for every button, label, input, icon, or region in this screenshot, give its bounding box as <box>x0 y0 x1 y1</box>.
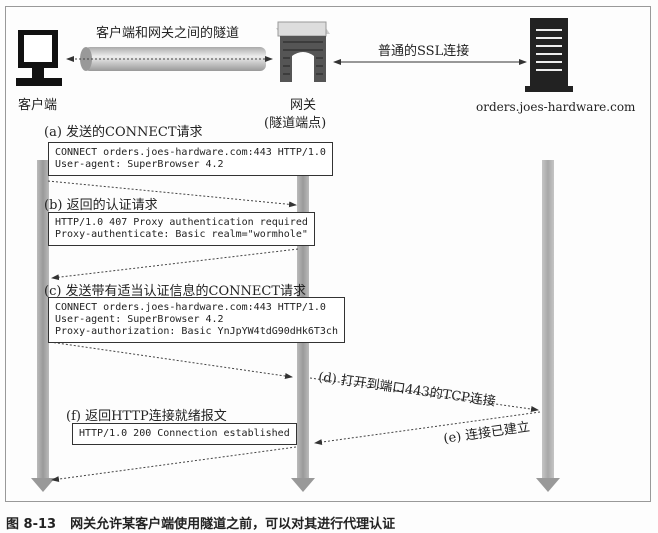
computer-icon <box>16 30 62 86</box>
message-line: User-agent: SuperBrowser 4.2 <box>55 159 224 170</box>
server-lifeline <box>536 160 560 492</box>
arrow-f <box>51 446 297 483</box>
tunnel-icon <box>66 47 273 71</box>
client-label: 客户端 <box>18 98 58 113</box>
arrow-a <box>47 180 297 208</box>
server-icon <box>525 18 573 92</box>
message-line: Proxy-authenticate: Basic realm="wormhol… <box>55 229 308 240</box>
tunnel-label: 客户端和网关之间的隧道 <box>96 26 240 41</box>
arrow-e <box>314 411 541 446</box>
figure-caption: 图 8-13 网关允许某客户端使用隧道之前，可以对其进行代理认证 <box>6 513 395 532</box>
step-f-label: (f) 返回HTTP连接就绪报文 <box>66 409 227 424</box>
message-arrows <box>47 180 541 483</box>
caption-text: 网关允许某客户端使用隧道之前，可以对其进行代理认证 <box>70 517 396 532</box>
figure-number: 图 8-13 <box>6 517 57 532</box>
step-b-message: HTTP/1.0 407 Proxy authentication requir… <box>48 212 315 246</box>
arrow-c <box>49 341 293 379</box>
gateway-label: 网关 <box>290 98 317 113</box>
figure-frame <box>5 6 651 502</box>
message-line: User-agent: SuperBrowser 4.2 <box>55 314 224 325</box>
gateway-sublabel: (隧道端点) <box>264 116 327 131</box>
step-c-message: CONNECT orders.joes-hardware.com:443 HTT… <box>48 297 345 343</box>
message-line: HTTP/1.0 200 Connection established <box>79 428 290 439</box>
message-line: CONNECT orders.joes-hardware.com:443 HTT… <box>55 147 326 158</box>
server-label: orders.joes-hardware.com <box>476 100 636 114</box>
step-a-message: CONNECT orders.joes-hardware.com:443 HTT… <box>48 142 333 176</box>
gateway-icon <box>276 21 330 82</box>
message-line: CONNECT orders.joes-hardware.com:443 HTT… <box>55 302 326 313</box>
message-line: HTTP/1.0 407 Proxy authentication requir… <box>55 217 308 228</box>
message-line: Proxy-authorization: Basic YnJpYW4tdG90d… <box>55 326 338 337</box>
step-c-label: (c) 发送带有适当认证信息的CONNECT请求 <box>44 284 307 299</box>
client-lifeline <box>31 160 55 492</box>
step-f-message: HTTP/1.0 200 Connection established <box>72 423 297 445</box>
step-a-label: (a) 发送的CONNECT请求 <box>44 125 203 140</box>
ssl-label: 普通的SSL连接 <box>378 44 470 59</box>
arrow-b <box>51 248 299 281</box>
step-b-label: (b) 返回的认证请求 <box>44 198 158 213</box>
